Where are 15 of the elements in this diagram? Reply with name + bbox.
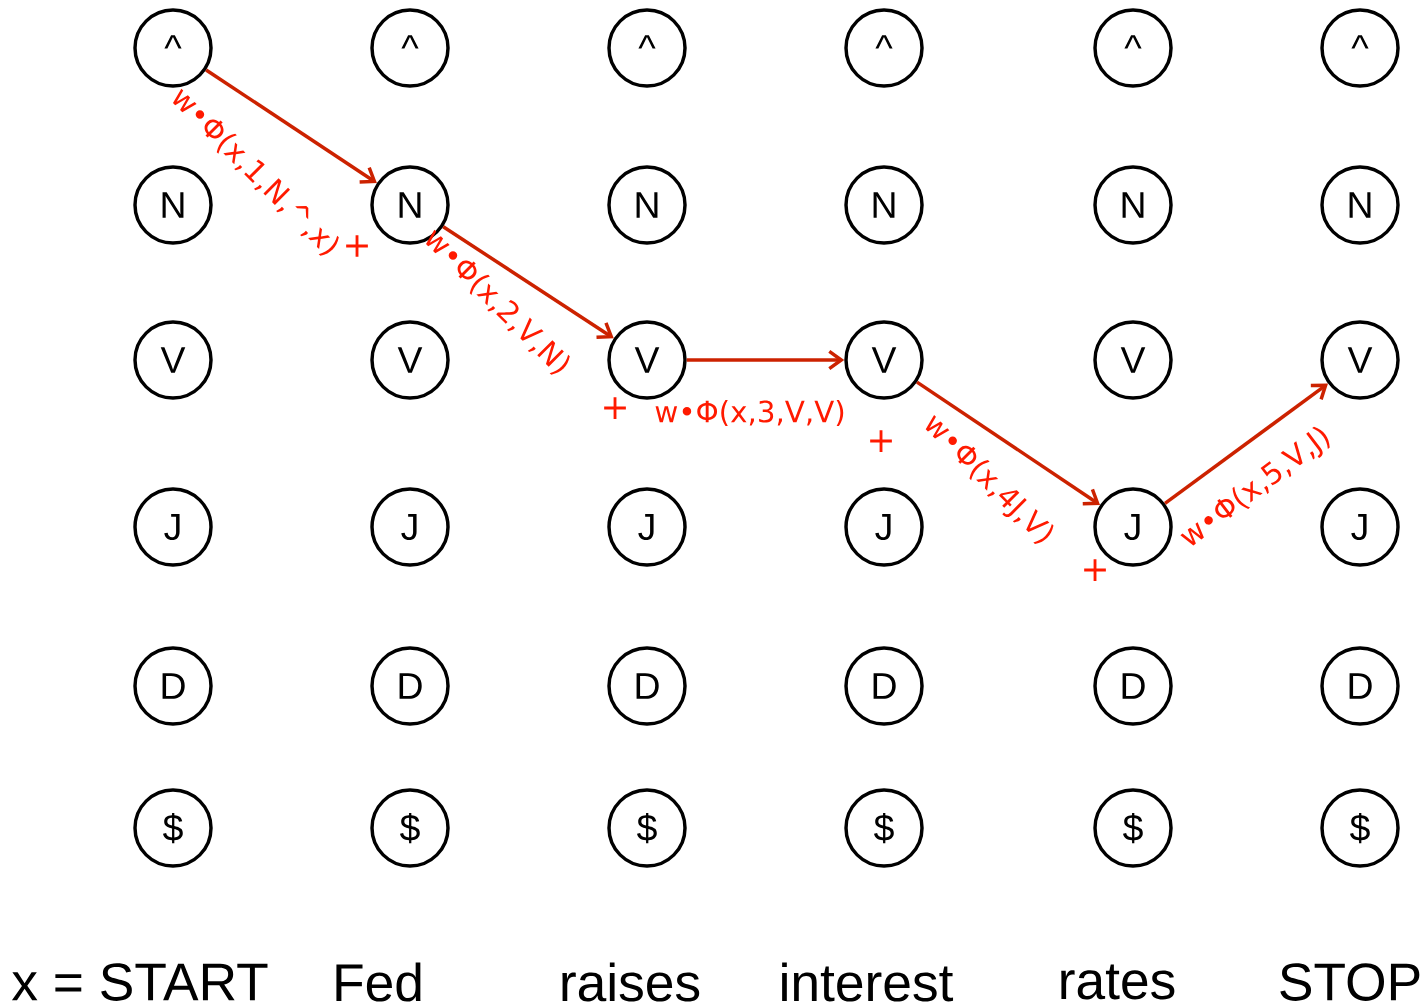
arrow: [1164, 383, 1328, 505]
word-label: Fed: [336, 962, 421, 1002]
arrow: [686, 349, 845, 371]
arrow: [205, 68, 377, 184]
plus-sign: +: [870, 430, 892, 452]
edge-label: w•Φ(x,3,V,V): [655, 399, 844, 427]
plus-sign: +: [346, 235, 368, 257]
arrow: [916, 380, 1101, 506]
word-label: x = START: [11, 963, 268, 1001]
word-label: interest: [782, 962, 954, 1002]
word-label: rates: [1061, 964, 1175, 1000]
plus-sign: +: [604, 397, 626, 419]
word-label: raises: [562, 962, 700, 1002]
word-label: STOP: [1280, 963, 1420, 1001]
arrow: [442, 225, 614, 340]
